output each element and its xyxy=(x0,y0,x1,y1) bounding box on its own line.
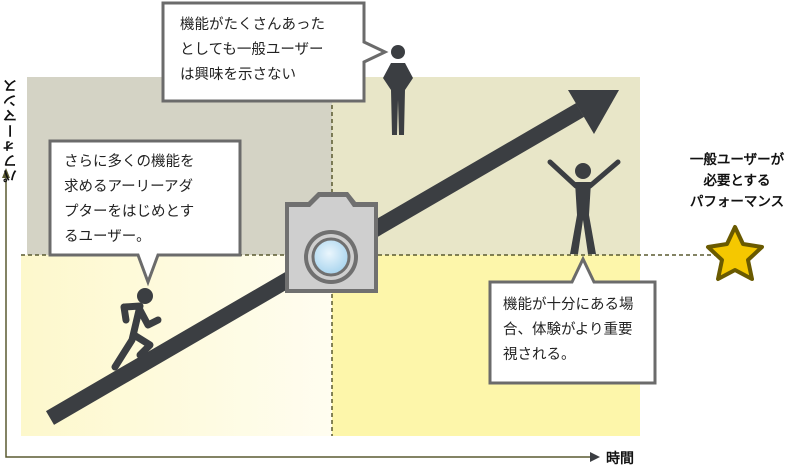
callout-line: 合、体験がより重要 xyxy=(503,322,633,338)
early-adopter-runner-icon xyxy=(111,288,162,371)
callout-left-bubble xyxy=(48,139,242,287)
target-star-icon xyxy=(706,225,764,281)
camera-icon xyxy=(285,192,378,293)
callout-top-bubble xyxy=(161,1,389,103)
growth-arrow-head xyxy=(568,90,619,134)
callout-line: 機能がたくさんあった xyxy=(180,17,325,33)
x-axis-label: 時間 xyxy=(606,451,634,467)
x-axis-arrowhead xyxy=(590,452,600,462)
target-performance-label: 一般ユーザーが 必要とする パフォーマンス xyxy=(672,150,800,213)
x-axis xyxy=(5,176,592,458)
callout-line: としても一般ユーザー xyxy=(180,42,324,58)
y-axis-label: パフォーマンス xyxy=(3,78,19,183)
target-line: パフォーマンス xyxy=(689,194,785,210)
target-line: 一般ユーザーが xyxy=(689,152,785,168)
callout-line: は興味を示さない xyxy=(180,67,296,83)
satisfied-user-icon xyxy=(547,159,621,254)
callout-line: プターをはじめとす xyxy=(64,204,195,220)
callout-line: 機能が十分にある場 xyxy=(503,297,634,313)
callout-top: 機能がたくさんあった としても一般ユーザー は興味を示さない xyxy=(180,13,325,88)
callout-line: 視される。 xyxy=(503,347,576,363)
callout-line: るユーザー。 xyxy=(64,229,151,245)
target-line: 必要とする xyxy=(703,173,771,189)
callout-right-bubble xyxy=(488,255,657,385)
uninterested-user-icon xyxy=(383,45,413,135)
callout-line: 求めるアーリーアダ xyxy=(64,179,194,195)
callout-right: 機能が十分にある場 合、体験がより重要 視される。 xyxy=(503,293,634,368)
callout-line: さらに多くの機能を xyxy=(64,154,195,170)
callout-left: さらに多くの機能を 求めるアーリーアダ プターをはじめとす るユーザー。 xyxy=(64,150,195,250)
y-axis-arrowhead xyxy=(2,168,10,178)
